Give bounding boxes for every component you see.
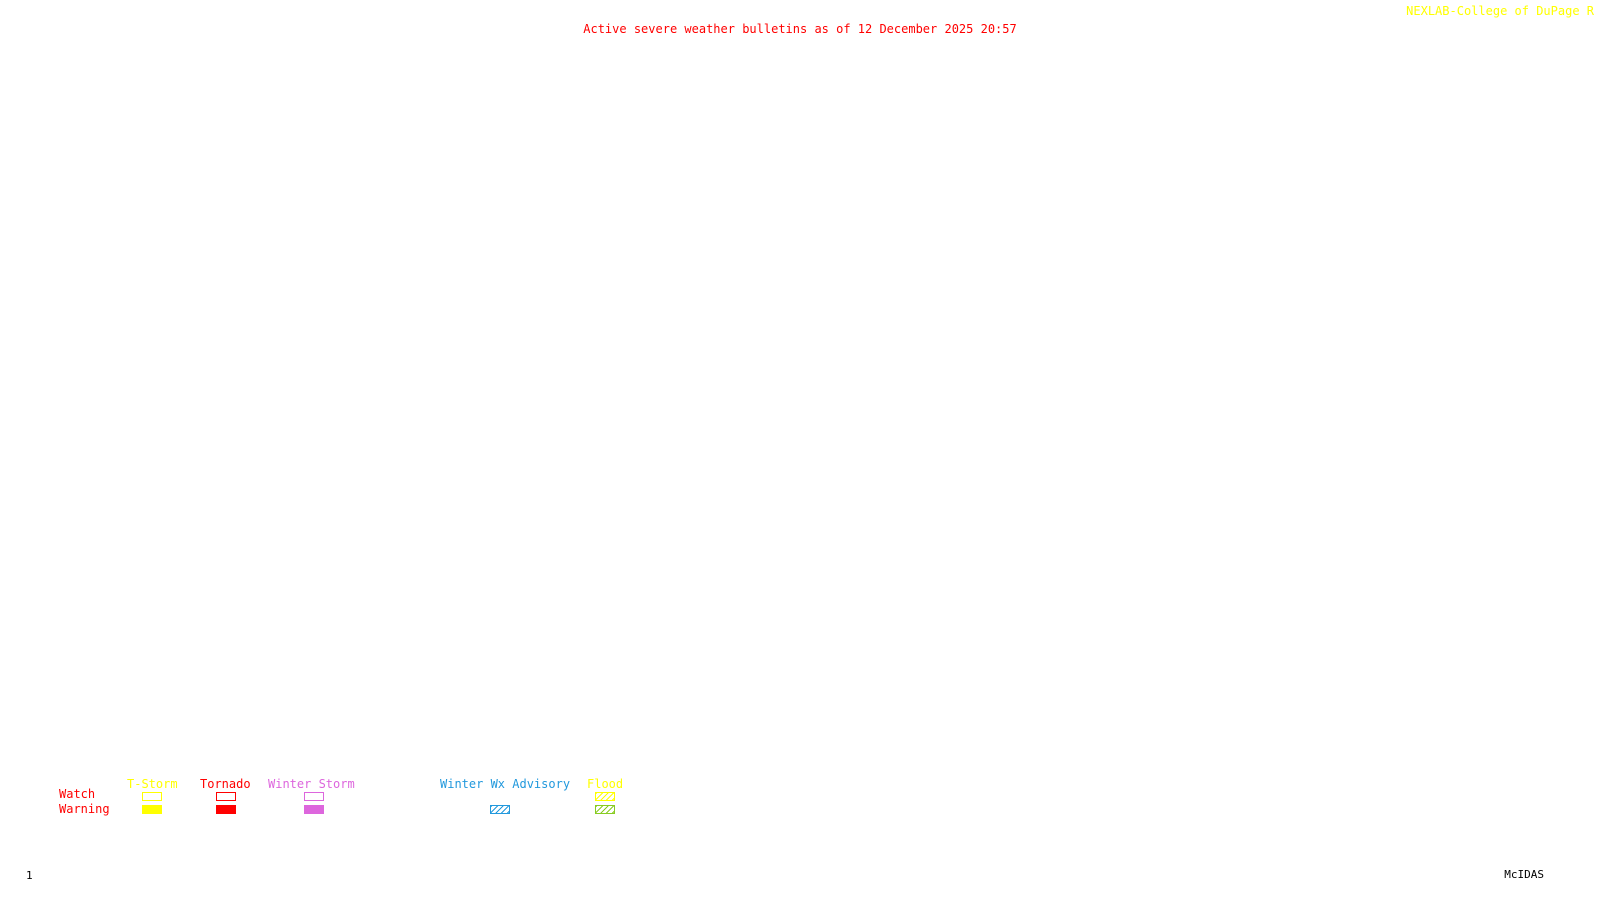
credit-label: NEXLAB-College of DuPage R (1406, 4, 1594, 18)
bulletin-title: Active severe weather bulletins as of 12… (583, 22, 1017, 36)
legend-label-winter-wx-advisory: Winter Wx Advisory (440, 777, 571, 791)
swatch-flood-watch (595, 792, 615, 801)
swatch-winter-storm-watch (304, 792, 324, 801)
swatch-flood-warning (595, 805, 615, 814)
swatch-tstorm-watch (142, 792, 162, 801)
swatch-tornado-warning (216, 805, 236, 814)
legend-label-flood: Flood (587, 777, 624, 791)
swatch-winter-storm-warning (304, 805, 324, 814)
legend-row-warning: Warning (59, 802, 110, 816)
legend-label-winter-storm: Winter Storm (268, 777, 355, 791)
swatch-tstorm-warning (142, 805, 162, 814)
swatch-tornado-watch (216, 792, 236, 801)
legend-label-tstorm: T-Storm (127, 777, 178, 791)
legend-label-tornado: Tornado (200, 777, 251, 791)
legend-row-watch: Watch (59, 787, 96, 801)
map-area (0, 40, 1600, 760)
swatch-winter-wx-advisory-warning (490, 805, 510, 814)
software-label: McIDAS (1504, 868, 1544, 881)
frame-number: 1 (26, 869, 33, 882)
